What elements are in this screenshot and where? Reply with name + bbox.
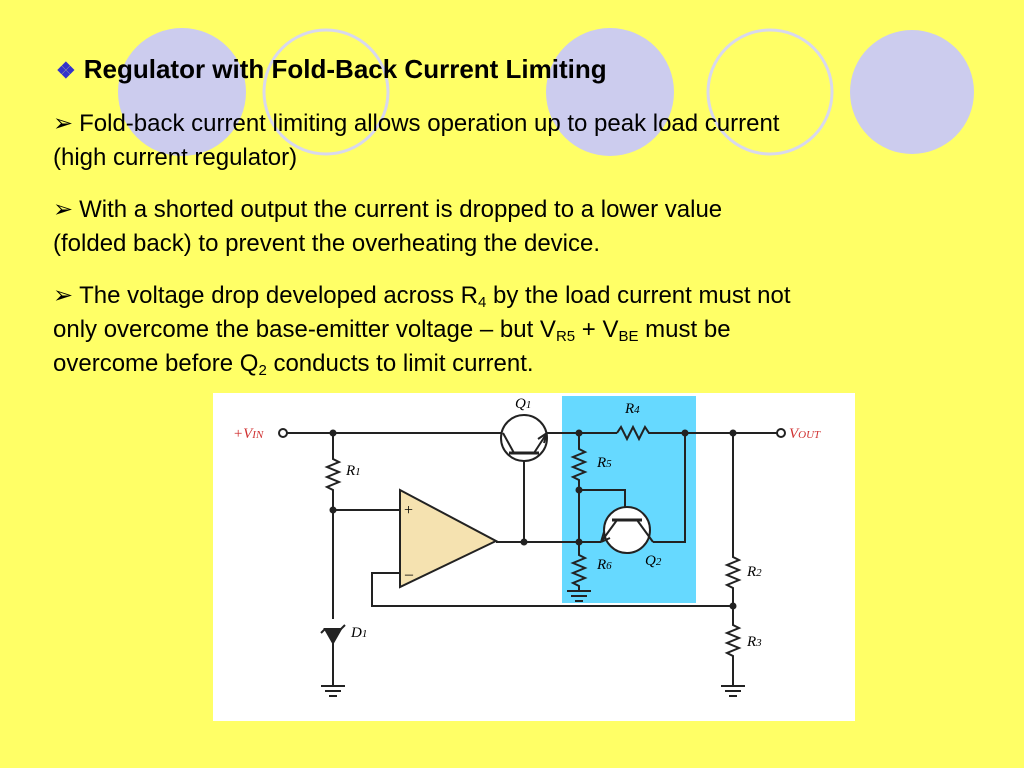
bullet-3-text: by the load current must not bbox=[486, 282, 791, 309]
decor-circle bbox=[546, 28, 674, 156]
r3-label: R3 bbox=[746, 634, 762, 650]
subscript: 2 bbox=[258, 362, 267, 379]
decor-circle bbox=[118, 28, 246, 156]
junction-dots bbox=[329, 429, 737, 610]
decor-ring bbox=[706, 28, 834, 156]
diamond-bullet-icon: ❖ bbox=[56, 58, 76, 83]
bullet-1-line-2: (high current regulator) bbox=[53, 144, 298, 171]
zener-bar bbox=[320, 624, 346, 634]
circuit-diagram: +VIN VOUT Q1 Q2 R1 R2 R3 R4 R5 R6 D1 + – bbox=[213, 393, 855, 721]
r5-label: R5 bbox=[596, 455, 612, 471]
bullet-3-text: + V bbox=[575, 316, 619, 343]
bullet-2-line-2: (folded back) to prevent the overheating… bbox=[53, 230, 601, 257]
ground-icon bbox=[321, 685, 345, 697]
decor-ring bbox=[262, 28, 390, 156]
opamp-minus-label: – bbox=[404, 566, 414, 583]
bullet-3-text: must be bbox=[638, 316, 731, 343]
slide-title-text: Regulator with Fold-Back Current Limitin… bbox=[83, 54, 607, 84]
subscript: BE bbox=[618, 328, 639, 345]
arrow-bullet-icon: ➢ bbox=[53, 282, 74, 309]
ground-icon bbox=[567, 590, 591, 602]
bullet-paragraph-1: ➢Fold-back current limiting allows opera… bbox=[53, 107, 953, 175]
op-amp bbox=[399, 488, 499, 589]
q2-label: Q2 bbox=[645, 553, 662, 569]
current-limit-highlight bbox=[562, 396, 696, 603]
decorative-circles bbox=[118, 28, 974, 156]
d1-label: D1 bbox=[350, 625, 367, 641]
subscript: 4 bbox=[478, 294, 487, 311]
zener-diode-d1 bbox=[323, 628, 343, 646]
bullet-paragraph-3: ➢The voltage drop developed across R4 by… bbox=[53, 279, 953, 381]
q1-emitter-arrow bbox=[537, 432, 548, 444]
q2-emitter-arrow bbox=[600, 531, 611, 543]
r2-label: R2 bbox=[746, 564, 762, 580]
vout-label: VOUT bbox=[789, 426, 821, 442]
bullet-3-text: overcome before Q bbox=[53, 350, 259, 377]
circuit-svg: +VIN VOUT Q1 Q2 R1 R2 R3 R4 R5 R6 D1 + – bbox=[233, 396, 821, 697]
bullet-3-text: The voltage drop developed across R bbox=[79, 282, 479, 309]
vin-label: +VIN bbox=[233, 426, 264, 442]
resistor-r2-r3 bbox=[724, 433, 742, 686]
q1-label: Q1 bbox=[515, 396, 531, 412]
subscript: R5 bbox=[555, 328, 576, 345]
decor-circle bbox=[850, 30, 974, 154]
bullet-3-text: conducts to limit current. bbox=[266, 350, 534, 377]
opamp-plus-label: + bbox=[404, 502, 413, 519]
resistor-r5 bbox=[570, 433, 588, 490]
r6-label: R6 bbox=[596, 557, 612, 573]
r1-label: R1 bbox=[345, 463, 361, 479]
feedback-wire bbox=[371, 572, 733, 607]
arrow-bullet-icon: ➢ bbox=[53, 110, 74, 137]
bullet-1-line-1: Fold-back current limiting allows operat… bbox=[79, 110, 780, 137]
resistor-r4 bbox=[616, 424, 653, 442]
bullet-3-text: only overcome the base-emitter voltage –… bbox=[53, 316, 556, 343]
ground-icon bbox=[721, 685, 745, 697]
arrow-bullet-icon: ➢ bbox=[53, 196, 74, 223]
q2-leads bbox=[600, 519, 654, 543]
resistor-r1 bbox=[324, 433, 342, 593]
resistor-r6 bbox=[570, 542, 588, 591]
r4-label: R4 bbox=[624, 401, 640, 417]
q1-leads bbox=[502, 432, 548, 454]
vout-terminal bbox=[776, 428, 786, 438]
wire bbox=[653, 433, 686, 543]
bullet-2-line-1: With a shorted output the current is dro… bbox=[79, 196, 723, 223]
vin-terminal bbox=[278, 428, 288, 438]
slide-title: ❖ Regulator with Fold-Back Current Limiti… bbox=[56, 54, 607, 85]
bullet-paragraph-2: ➢With a shorted output the current is dr… bbox=[53, 193, 953, 261]
